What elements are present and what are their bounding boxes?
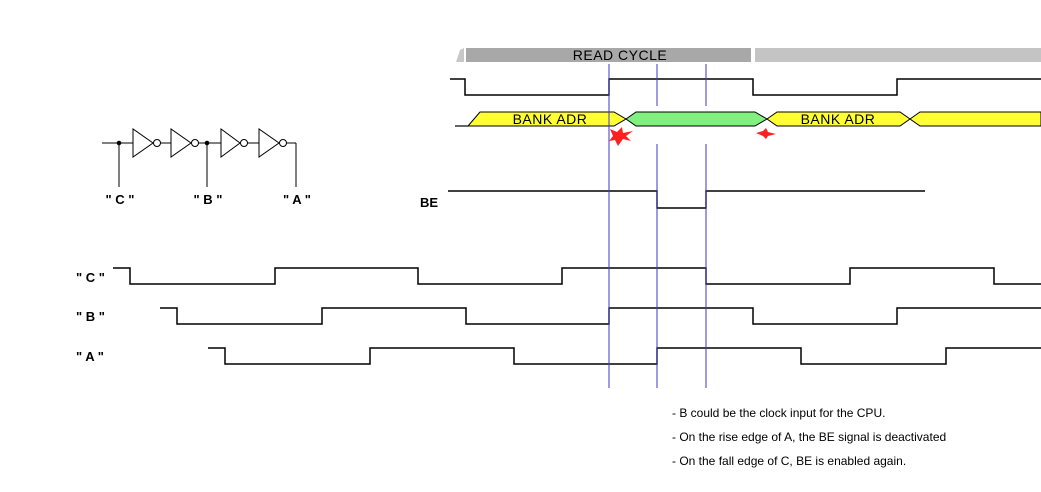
top-clock-trace xyxy=(450,78,1041,96)
a-signal-trace xyxy=(208,347,1041,365)
a-signal-label: " A " xyxy=(76,349,104,364)
read-cycle-header: READ CYCLE xyxy=(456,47,1041,63)
b-signal-trace xyxy=(160,307,1041,325)
read-cycle-label: READ CYCLE xyxy=(573,47,667,63)
glitch-marker-2 xyxy=(756,128,776,139)
c-signal-label: " C " xyxy=(76,270,105,285)
data-segment xyxy=(625,111,768,127)
b-signal-label: " B " xyxy=(76,309,105,324)
inverter-chain xyxy=(102,128,297,187)
inverter-tap-c-label: " C " xyxy=(106,192,135,207)
note-3: - On the fall edge of C, BE is enabled a… xyxy=(672,454,906,468)
address-bus: BANK ADR BANK ADR xyxy=(455,111,1041,127)
bank-adr-segment-3 xyxy=(909,111,1041,127)
c-signal-trace xyxy=(113,267,1041,285)
note-2: - On the rise edge of A, the BE signal i… xyxy=(672,430,946,444)
bank-adr-label-2: BANK ADR xyxy=(801,111,876,127)
glitch-marker-1 xyxy=(609,127,633,146)
be-signal-label: BE xyxy=(420,195,438,210)
inverter-tap-b-label: " B " xyxy=(194,192,223,207)
note-1: - B could be the clock input for the CPU… xyxy=(672,406,885,420)
be-signal-trace xyxy=(448,190,925,209)
inverter-tap-a-label: " A " xyxy=(283,192,311,207)
bank-adr-label-1: BANK ADR xyxy=(513,111,588,127)
